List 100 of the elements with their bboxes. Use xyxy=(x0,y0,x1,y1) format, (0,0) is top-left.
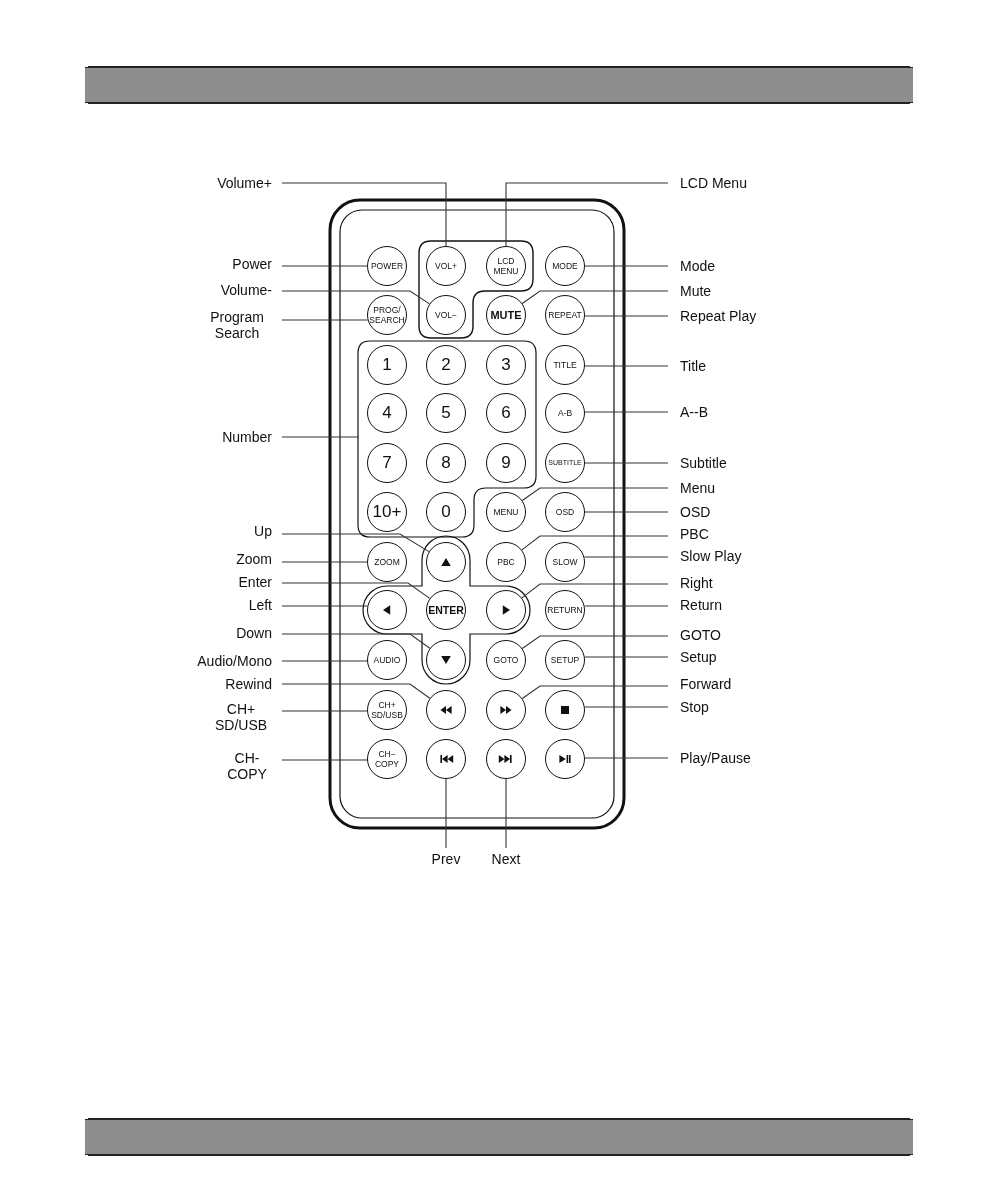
icon-button xyxy=(486,690,526,730)
callout-label: Enter xyxy=(238,574,272,590)
callout-label: OSD xyxy=(680,504,711,520)
remote-button: REPEAT xyxy=(545,295,585,335)
remote-button: 7 xyxy=(367,443,407,483)
leader-line xyxy=(521,583,669,599)
remote-button: 1 xyxy=(367,345,407,385)
remote-button: 4 xyxy=(367,393,407,433)
remote-button: AUDIO xyxy=(367,640,407,680)
icon-button xyxy=(426,739,466,779)
remote-button: PROG/ SEARCH xyxy=(367,295,407,335)
leader-line xyxy=(281,319,369,321)
leader-line xyxy=(505,182,669,247)
leader-line xyxy=(281,660,368,662)
leader-line xyxy=(281,710,368,712)
remote-button: VOL+ xyxy=(426,246,466,286)
leader-line xyxy=(521,290,669,305)
leader-line xyxy=(584,706,669,708)
leader-line xyxy=(584,365,669,367)
remote-button: SLOW xyxy=(545,542,585,582)
remote-button: 0 xyxy=(426,492,466,532)
remote-button: VOL− xyxy=(426,295,466,335)
leader-line xyxy=(281,265,368,267)
remote-button: A-B xyxy=(545,393,585,433)
leader-line xyxy=(281,290,430,305)
callout-label: CH+ SD/USB xyxy=(210,701,272,733)
leader-line xyxy=(521,487,669,502)
leader-line xyxy=(281,561,368,563)
remote-button: 6 xyxy=(486,393,526,433)
leader-line xyxy=(281,582,431,599)
remote-button: 5 xyxy=(426,393,466,433)
leader-line xyxy=(583,556,669,558)
callout-label: Power xyxy=(232,256,272,272)
callout-label: Prev xyxy=(416,851,476,867)
leader-line xyxy=(445,778,447,849)
leader-line xyxy=(281,533,430,553)
remote-button: MENU xyxy=(486,492,526,532)
callout-label: Next xyxy=(476,851,536,867)
leader-line xyxy=(584,315,669,317)
callout-label: Menu xyxy=(680,480,716,496)
leader-line xyxy=(281,633,431,649)
callout-label: Volume+ xyxy=(217,175,272,191)
remote-button: TITLE xyxy=(545,345,585,385)
callout-label: Down xyxy=(236,625,272,641)
leader-line xyxy=(584,511,669,513)
callout-label: Forward xyxy=(680,676,732,692)
callout-label: Mode xyxy=(680,258,716,274)
remote-button: MODE xyxy=(545,246,585,286)
callout-label: Title xyxy=(680,358,706,374)
remote-button: SETUP xyxy=(545,640,585,680)
callout-label: CH- COPY xyxy=(222,750,272,782)
remote-button: 10+ xyxy=(367,492,407,532)
callout-label: Return xyxy=(680,597,723,613)
remote-button: 2 xyxy=(426,345,466,385)
callout-label: Mute xyxy=(680,283,712,299)
icon-button xyxy=(545,690,585,730)
remote-button: MUTE xyxy=(486,295,526,335)
remote-button: 3 xyxy=(486,345,526,385)
callout-label: Volume- xyxy=(220,282,272,298)
remote-button: ZOOM xyxy=(367,542,407,582)
remote-button: LCD MENU xyxy=(486,246,526,286)
callout-label: GOTO xyxy=(680,627,721,643)
callout-label: PBC xyxy=(680,526,709,542)
callout-label: Rewind xyxy=(225,676,272,692)
callout-label: Program Search xyxy=(202,309,272,341)
leader-line xyxy=(584,605,669,607)
remote-button: GOTO xyxy=(486,640,526,680)
icon-button xyxy=(486,739,526,779)
leader-line xyxy=(584,411,669,413)
remote-button: 9 xyxy=(486,443,526,483)
leader-line xyxy=(281,182,447,247)
callout-label: Number xyxy=(222,429,272,445)
icon-button xyxy=(367,590,407,630)
remote-button: PBC xyxy=(486,542,526,582)
leader-line xyxy=(505,778,507,849)
callout-label: LCD Menu xyxy=(680,175,747,191)
leader-line xyxy=(281,605,368,607)
leader-line xyxy=(281,683,431,699)
leader-line xyxy=(584,757,669,759)
leader-line xyxy=(521,535,669,551)
leader-line xyxy=(281,436,359,438)
callout-label: Up xyxy=(254,523,272,539)
callout-label: Repeat Play xyxy=(680,308,757,324)
callout-label: Left xyxy=(248,597,272,613)
callout-label: Stop xyxy=(680,699,709,715)
callout-label: Slow Play xyxy=(680,548,742,564)
remote-button: CH− COPY xyxy=(367,739,407,779)
number-pad-outline xyxy=(358,341,536,537)
remote-button: ENTER xyxy=(426,590,466,630)
callout-label: Setup xyxy=(680,649,717,665)
leader-line xyxy=(521,685,669,700)
callout-label: Right xyxy=(680,575,713,591)
icon-button xyxy=(426,640,466,680)
callout-label: Subtitle xyxy=(680,455,727,471)
leader-line xyxy=(521,635,669,650)
icon-button xyxy=(545,739,585,779)
remote-button: OSD xyxy=(545,492,585,532)
remote-button: POWER xyxy=(367,246,407,286)
callout-label: A--B xyxy=(680,404,708,420)
leader-line xyxy=(584,265,669,267)
